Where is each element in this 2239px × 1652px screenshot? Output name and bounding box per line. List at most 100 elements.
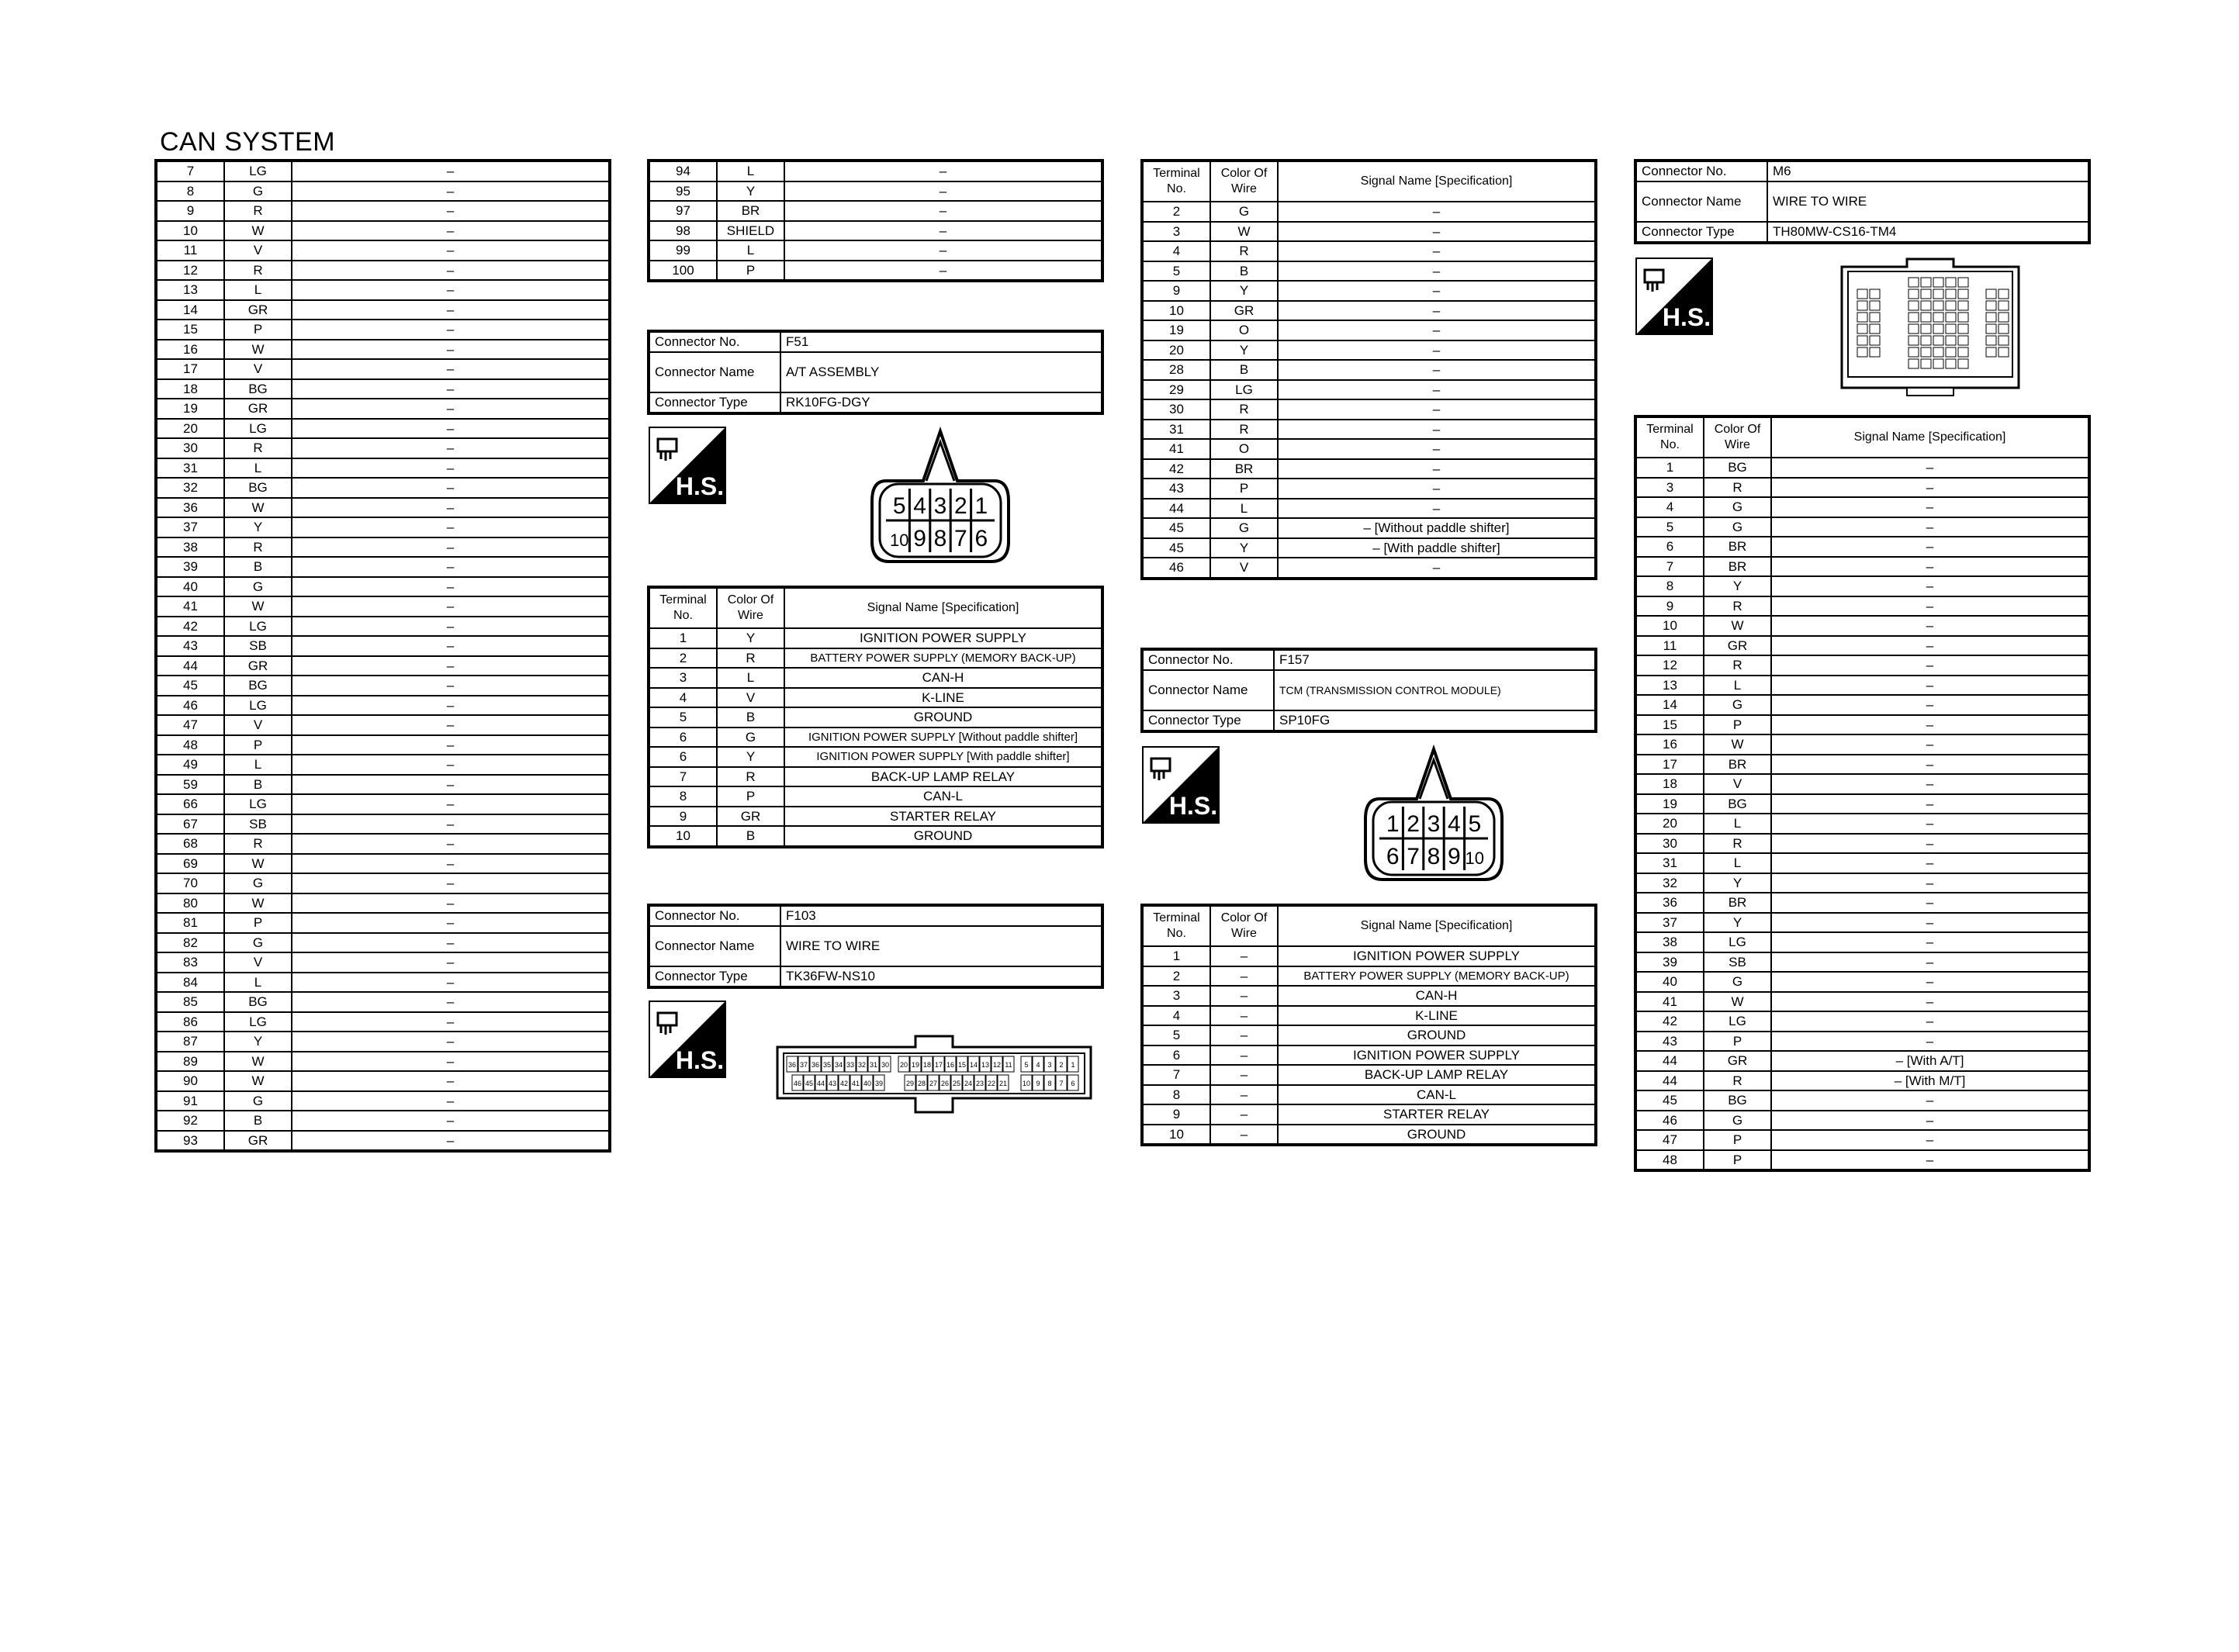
signal-name: – bbox=[291, 1110, 611, 1132]
wire-color: W bbox=[223, 1070, 292, 1092]
signal-name: – bbox=[291, 240, 611, 261]
wire-color: BR bbox=[1703, 892, 1772, 914]
harness-side-icon: H.S. bbox=[1142, 746, 1220, 824]
signal-name: – bbox=[1770, 615, 2090, 637]
signal-name: – bbox=[1770, 714, 2090, 735]
signal-name: – bbox=[291, 1011, 611, 1032]
signal-name: – bbox=[291, 219, 611, 241]
wire-color: GR bbox=[223, 1129, 292, 1152]
signal-name: – bbox=[784, 160, 1103, 182]
terminal-no: 2 bbox=[648, 647, 718, 669]
signal-name: BACK-UP LAMP RELAY bbox=[784, 766, 1103, 787]
wire-color: G bbox=[1703, 694, 1772, 716]
wire-color: P bbox=[1209, 478, 1279, 499]
wire-color: L bbox=[716, 240, 785, 261]
signal-name: – bbox=[1277, 458, 1597, 479]
pin-label: 36 bbox=[812, 1061, 819, 1069]
signal-name: CAN-L bbox=[784, 786, 1103, 807]
terminal-no: 48 bbox=[155, 734, 225, 755]
wire-color: W bbox=[1209, 220, 1279, 242]
signal-name: – bbox=[291, 971, 611, 993]
header-wire-color: Color Of Wire bbox=[1703, 416, 1772, 458]
terminal-no: 92 bbox=[155, 1110, 225, 1132]
signal-name: – bbox=[291, 417, 611, 439]
terminal-no: 10 bbox=[155, 219, 225, 241]
terminal-no: 6 bbox=[1141, 1044, 1211, 1066]
signal-name: – bbox=[291, 338, 611, 360]
signal-name: CAN-L bbox=[1277, 1083, 1597, 1105]
wire-color: GR bbox=[223, 299, 292, 320]
terminal-no: 31 bbox=[1635, 852, 1704, 874]
signal-name: – bbox=[291, 892, 611, 914]
signal-name: – bbox=[291, 477, 611, 499]
terminal-no: 1 bbox=[1141, 945, 1211, 967]
pin-label: 6 bbox=[1386, 844, 1400, 869]
signal-name: CAN-H bbox=[784, 667, 1103, 689]
terminal-no: 91 bbox=[155, 1090, 225, 1111]
pin-label: 10 bbox=[890, 531, 908, 550]
info-label: Connector Type bbox=[1141, 710, 1275, 732]
wire-color: LG bbox=[223, 160, 292, 182]
terminal-no: 43 bbox=[155, 635, 225, 657]
terminal-no: 8 bbox=[155, 180, 225, 202]
wire-color: W bbox=[223, 338, 292, 360]
signal-name: CAN-H bbox=[1277, 985, 1597, 1007]
pin-label: 5 bbox=[893, 493, 906, 519]
terminal-no: 59 bbox=[155, 773, 225, 795]
pin-label: 29 bbox=[906, 1080, 914, 1087]
wire-color: R bbox=[223, 259, 292, 281]
signal-name: – bbox=[1770, 496, 2090, 518]
info-value: F51 bbox=[780, 330, 1103, 353]
signal-name: – bbox=[784, 259, 1103, 282]
header-terminal-no: Terminal No. bbox=[648, 586, 718, 629]
table-row: 9–STARTER RELAY bbox=[1141, 1104, 1597, 1125]
wire-color: R bbox=[223, 833, 292, 855]
signal-name: – bbox=[291, 457, 611, 479]
terminal-no: 45 bbox=[1141, 537, 1211, 558]
terminal-no: 1 bbox=[1635, 457, 1704, 479]
table-row: 1–IGNITION POWER SUPPLY bbox=[1141, 945, 1597, 967]
terminal-no: 7 bbox=[1141, 1064, 1211, 1086]
terminal-no: 44 bbox=[1635, 1050, 1704, 1072]
wire-color: V bbox=[223, 358, 292, 380]
terminal-no: 100 bbox=[648, 259, 718, 282]
pin-label: 2 bbox=[1059, 1061, 1063, 1069]
wire-color: P bbox=[716, 786, 785, 807]
info-row: Connector No.F103 bbox=[648, 904, 1103, 927]
terminal-no: 82 bbox=[155, 931, 225, 953]
terminal-no: 43 bbox=[1635, 1030, 1704, 1052]
table-row: 8–CAN-L bbox=[1141, 1083, 1597, 1105]
wire-color: BG bbox=[223, 991, 292, 1013]
connector-diagram-m6 bbox=[1840, 257, 2020, 396]
info-value: A/T ASSEMBLY bbox=[780, 351, 1103, 393]
pin-label: 27 bbox=[929, 1080, 937, 1087]
signal-name: – bbox=[291, 1031, 611, 1052]
info-label: Connector Name bbox=[1141, 669, 1275, 711]
wire-color: L bbox=[1209, 497, 1279, 519]
terminal-no: 7 bbox=[155, 160, 225, 182]
signal-name: – bbox=[291, 873, 611, 894]
wire-color: SB bbox=[223, 813, 292, 835]
signal-name: – bbox=[1277, 478, 1597, 499]
pin-label: 45 bbox=[805, 1080, 813, 1087]
terminal-no: 44 bbox=[1635, 1070, 1704, 1091]
